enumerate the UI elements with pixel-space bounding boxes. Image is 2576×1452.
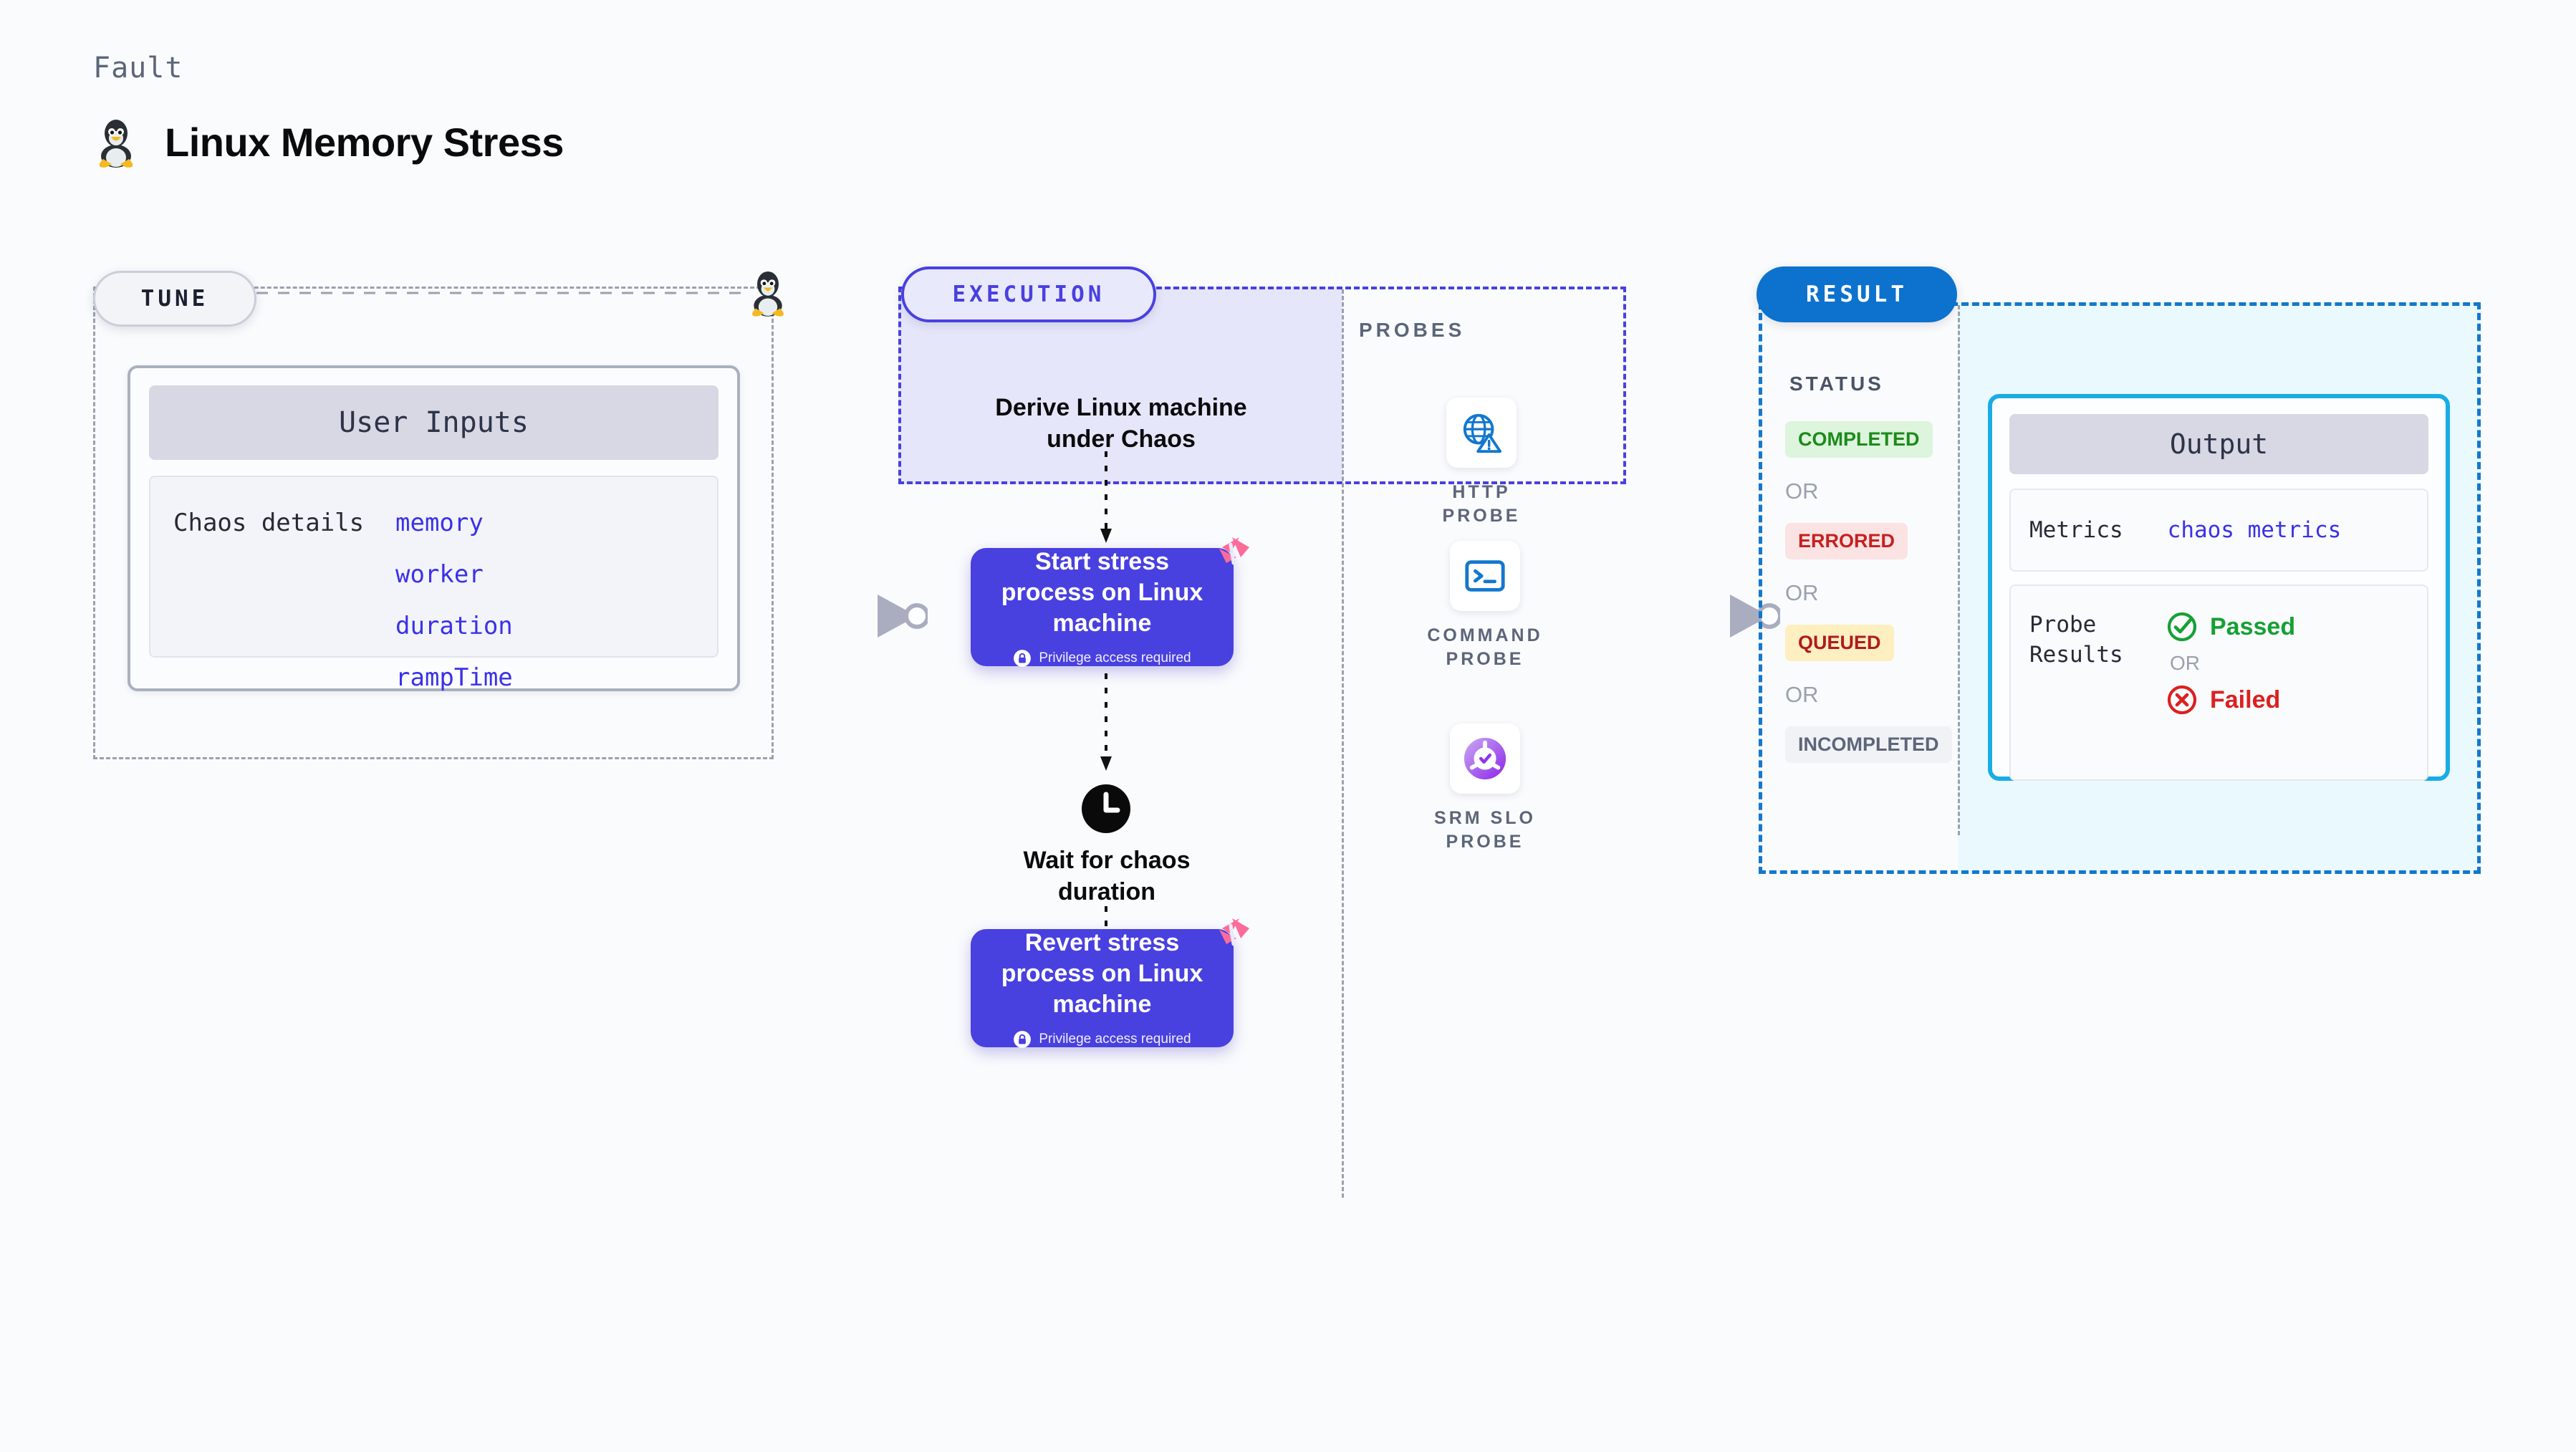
- probe-command-label: COMMAND PROBE: [1427, 625, 1543, 669]
- privilege-note-1: Privilege access required: [1013, 649, 1191, 668]
- privilege-note-1-text: Privilege access required: [1039, 650, 1191, 665]
- chaos-details-label: Chaos details: [173, 509, 365, 537]
- metrics-label: Metrics: [2029, 517, 2123, 543]
- execution-arrow-2: [1100, 673, 1112, 771]
- x-circle-icon: [2167, 685, 2197, 715]
- metrics-row: Metrics chaos metrics: [2009, 489, 2428, 572]
- chaos-param-list: memory worker duration rampTime: [395, 509, 513, 692]
- probe-result-failed-label: Failed: [2210, 686, 2281, 713]
- user-inputs-card-title: User Inputs: [149, 385, 719, 460]
- probe-srm-slo[interactable]: SRM SLO PROBE: [1431, 723, 1539, 853]
- clock-icon: [1080, 783, 1132, 838]
- probe-result-failed: Failed: [2166, 683, 2295, 716]
- status-badge-errored: ERRORED: [1785, 523, 1908, 559]
- execution-arrow-1: [1100, 451, 1112, 543]
- output-card: Output Metrics chaos metrics Probe Resul…: [1988, 394, 2450, 781]
- connector-execution-to-result: [1620, 595, 1780, 638]
- param-duration: duration: [395, 612, 513, 640]
- probe-result-or: OR: [2170, 652, 2200, 674]
- probe-result-passed-label: Passed: [2210, 612, 2296, 640]
- slo-donut-check-icon: [1450, 723, 1520, 794]
- tune-top-dashed-line: [256, 292, 751, 294]
- execution-step-start-stress-card[interactable]: Start stress process on Linux machine Pr…: [971, 548, 1234, 668]
- probe-result-passed: Passed: [2166, 610, 2295, 643]
- metrics-value[interactable]: chaos metrics: [2167, 517, 2342, 543]
- status-badge-incompleted: INCOMPLETED: [1785, 726, 1952, 763]
- chaos-details-section: Chaos details memory worker duration ram…: [149, 476, 719, 692]
- tune-panel: [93, 287, 774, 759]
- execution-step-wait-title: Wait for chaos duration: [1023, 847, 1191, 905]
- probe-http-label: HTTP PROBE: [1442, 482, 1521, 526]
- probe-http[interactable]: HTTP PROBE: [1431, 398, 1532, 527]
- status-divider: [1958, 305, 1960, 835]
- execution-panel: [898, 287, 1626, 484]
- harness-logo-icon: [1212, 536, 1252, 577]
- probe-results-label: Probe Results: [2029, 612, 2123, 668]
- status-badge-completed: COMPLETED: [1785, 421, 1933, 458]
- lock-icon: [1014, 649, 1032, 667]
- fault-kicker-label: Fault: [93, 52, 183, 85]
- execution-step-revert-stress-title: Revert stress process on Linux machine: [1001, 929, 1203, 1018]
- lock-icon: [1014, 1030, 1032, 1048]
- output-card-title: Output: [2009, 414, 2428, 474]
- result-pill-label: RESULT: [1756, 266, 1957, 322]
- linux-tux-icon: [93, 115, 139, 169]
- page-title: Linux Memory Stress: [165, 119, 564, 165]
- terminal-icon: [1450, 541, 1520, 611]
- probe-command[interactable]: COMMAND PROBE: [1427, 541, 1540, 670]
- privilege-note-2: Privilege access required: [1013, 1030, 1191, 1049]
- status-or-3: OR: [1785, 682, 1819, 707]
- probes-divider: [1342, 289, 1344, 1198]
- probe-results-values: Passed OR Failed: [2166, 610, 2295, 716]
- param-worker: worker: [395, 560, 484, 589]
- probe-srm-slo-label: SRM SLO PROBE: [1434, 808, 1536, 852]
- execution-step-revert-stress-card[interactable]: Revert stress process on Linux machine P…: [971, 929, 1234, 1049]
- probe-results-row: Probe Results Passed OR Failed: [2009, 585, 2428, 781]
- status-or-1: OR: [1785, 479, 1819, 504]
- user-inputs-card: User Inputs Chaos details memory worker …: [128, 365, 740, 692]
- execution-step-start-stress-title: Start stress process on Linux machine: [1001, 548, 1203, 637]
- status-section-label: STATUS: [1789, 372, 1884, 395]
- tune-pill-label: TUNE: [93, 271, 256, 327]
- tune-edge-linux-tux-icon: [746, 266, 789, 322]
- execution-step-derive-title: Derive Linux machine under Chaos: [995, 394, 1247, 453]
- harness-logo-icon: [1212, 917, 1252, 958]
- execution-pill-label: EXECUTION: [901, 266, 1156, 322]
- status-or-2: OR: [1785, 580, 1819, 605]
- param-ramptime: rampTime: [395, 663, 513, 692]
- privilege-note-2-text: Privilege access required: [1039, 1031, 1191, 1047]
- status-badge-queued: QUEUED: [1785, 625, 1894, 661]
- globe-warning-icon: [1446, 398, 1517, 468]
- param-memory: memory: [395, 509, 484, 537]
- connector-tune-to-execution: [774, 595, 928, 638]
- fault-title-row: Linux Memory Stress: [93, 115, 564, 169]
- probes-section-label: PROBES: [1359, 319, 1466, 341]
- check-circle-icon: [2167, 612, 2197, 642]
- result-panel: [1759, 302, 2481, 874]
